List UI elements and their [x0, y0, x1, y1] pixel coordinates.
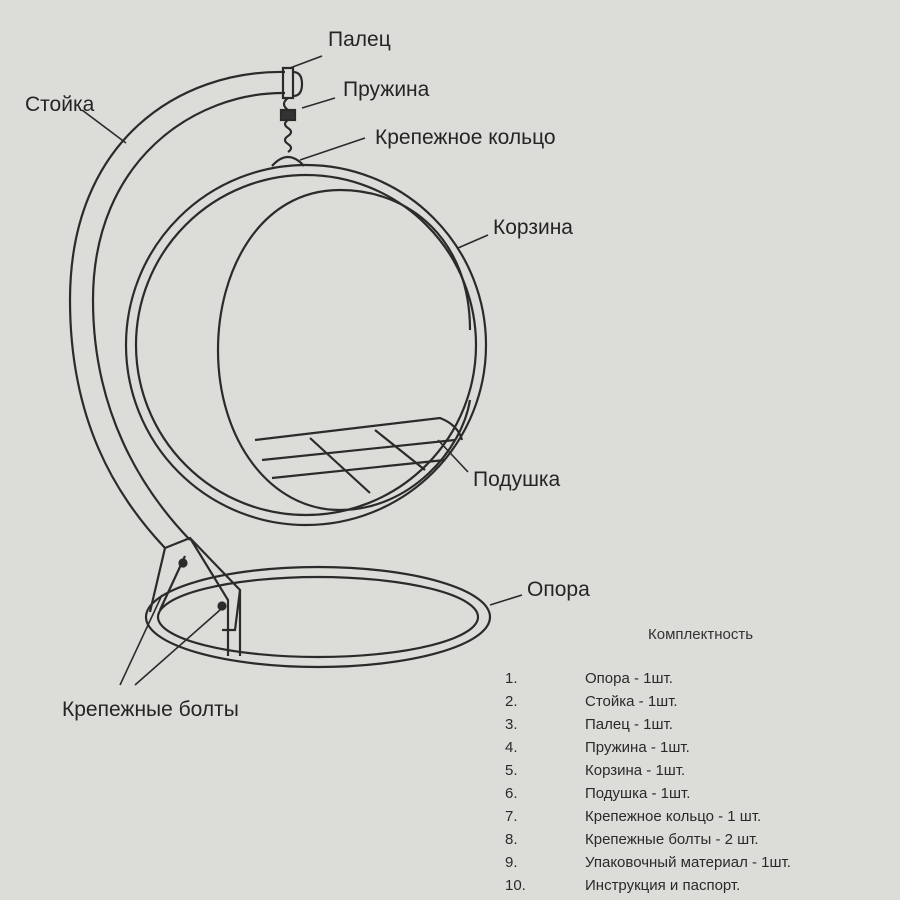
- bracket: [148, 536, 242, 656]
- list-item: 4. Пружина - 1шт.: [505, 739, 690, 756]
- label-spring: Пружина: [343, 78, 430, 101]
- label-stand: Стойка: [25, 93, 95, 116]
- cushion: [254, 416, 464, 494]
- list-item: 3. Палец - 1шт.: [505, 716, 673, 733]
- list-item: 9. Упаковочный материал - 1шт.: [505, 854, 791, 871]
- item-text: Подушка - 1шт.: [585, 785, 691, 802]
- list-item: 10. Инструкция и паспорт.: [505, 877, 740, 894]
- item-number: 10.: [505, 877, 526, 894]
- item-text: Корзина - 1шт.: [585, 762, 686, 779]
- list-item: 7. Крепежное кольцо - 1 шт.: [505, 808, 761, 825]
- item-number: 4.: [505, 739, 518, 756]
- stand-tube: [68, 70, 286, 549]
- item-text: Опора - 1шт.: [585, 670, 673, 687]
- item-text: Крепежное кольцо - 1 шт.: [585, 808, 762, 825]
- item-number: 5.: [505, 762, 518, 779]
- list-item: 2. Стойка - 1шт.: [505, 693, 678, 710]
- item-number: 3.: [505, 716, 518, 733]
- base-ring: [144, 565, 492, 669]
- list-item: 5. Корзина - 1шт.: [505, 762, 685, 779]
- item-number: 9.: [505, 854, 518, 871]
- item-number: 6.: [505, 785, 518, 802]
- item-number: 1.: [505, 670, 518, 687]
- item-number: 8.: [505, 831, 518, 848]
- item-text: Крепежные болты - 2 шт.: [585, 831, 759, 848]
- label-cushion: Подушка: [473, 468, 561, 491]
- spring: [271, 97, 305, 167]
- item-text: Упаковочный материал - 1шт.: [585, 854, 791, 871]
- label-bolts: Крепежные болты: [62, 698, 239, 721]
- item-text: Пружина - 1шт.: [585, 739, 690, 756]
- item-number: 7.: [505, 808, 518, 825]
- list-item: 6. Подушка - 1шт.: [505, 785, 690, 802]
- list-item: 8. Крепежные болты - 2 шт.: [505, 831, 759, 848]
- label-base: Опора: [527, 578, 590, 601]
- item-text: Инструкция и паспорт.: [585, 877, 741, 894]
- item-text: Стойка - 1шт.: [585, 693, 678, 710]
- list-item: 1. Опора - 1шт.: [505, 670, 673, 687]
- item-text: Палец - 1шт.: [585, 716, 673, 733]
- contents-title: Комплектность: [648, 626, 754, 643]
- leader-lines: [81, 55, 523, 686]
- label-finger: Палец: [328, 28, 391, 51]
- item-number: 2.: [505, 693, 518, 710]
- label-ring: Крепежное кольцо: [375, 126, 556, 149]
- finger-pin: [281, 66, 304, 100]
- label-basket: Корзина: [493, 216, 573, 239]
- basket: [124, 163, 488, 527]
